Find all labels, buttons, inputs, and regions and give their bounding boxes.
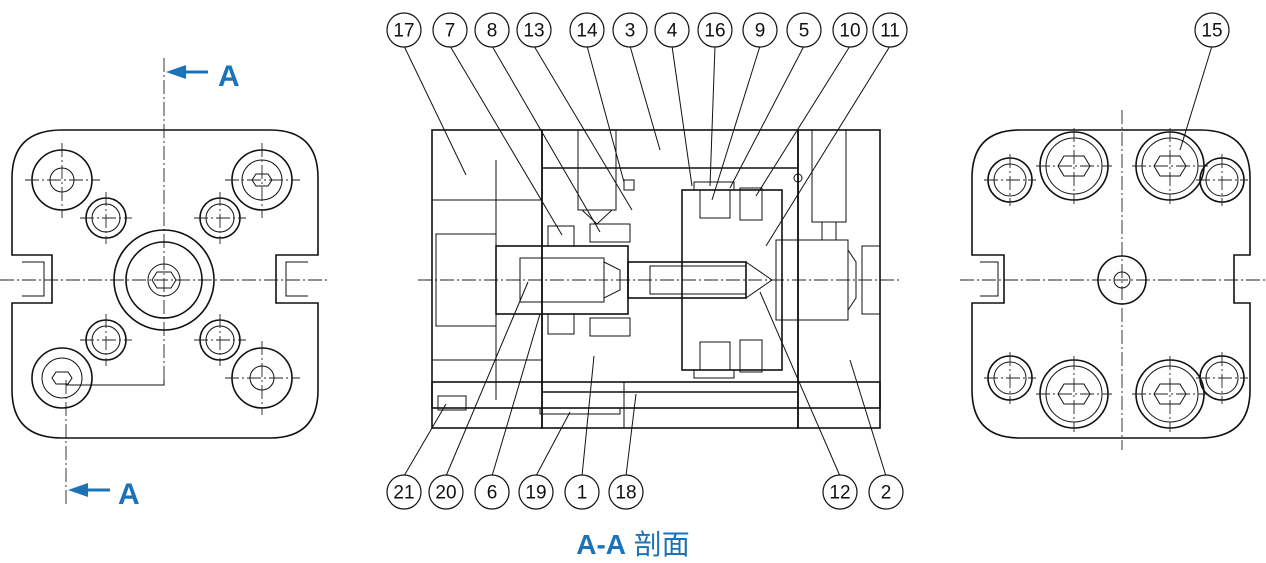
section-view bbox=[418, 129, 900, 429]
part-number-20: 20 bbox=[435, 483, 456, 504]
part-number-19: 19 bbox=[525, 483, 546, 504]
part-number-8: 8 bbox=[487, 21, 498, 42]
leader-lines bbox=[403, 45, 1213, 477]
part-number-14: 14 bbox=[576, 21, 598, 42]
part-number-17: 17 bbox=[393, 21, 414, 42]
part-number-5: 5 bbox=[799, 21, 810, 42]
part-number-13: 13 bbox=[523, 21, 544, 42]
part-number-7: 7 bbox=[445, 21, 456, 42]
part-number-12: 12 bbox=[829, 483, 850, 504]
section-label-bottom: A bbox=[118, 478, 140, 511]
part-number-2: 2 bbox=[881, 483, 892, 504]
part-number-3: 3 bbox=[625, 21, 636, 42]
section-caption-title: A-A bbox=[576, 529, 626, 560]
right-end-view bbox=[960, 110, 1266, 450]
part-number-4: 4 bbox=[667, 21, 678, 42]
part-number-bubbles: 17 7 8 13 14 3 4 16 9 5 10 11 15 21 20 6… bbox=[386, 12, 1230, 510]
part-number-21: 21 bbox=[393, 483, 414, 504]
section-caption: A-A 剖面 bbox=[0, 523, 1266, 563]
part-number-9: 9 bbox=[755, 21, 766, 42]
part-number-1: 1 bbox=[577, 483, 588, 504]
left-end-view: A A bbox=[0, 58, 330, 511]
section-label-top: A bbox=[218, 60, 240, 93]
section-caption-suffix: 剖面 bbox=[633, 529, 690, 560]
part-number-10: 10 bbox=[839, 21, 860, 42]
part-number-15: 15 bbox=[1201, 21, 1222, 42]
part-number-6: 6 bbox=[487, 483, 498, 504]
part-number-18: 18 bbox=[615, 483, 636, 504]
part-number-11: 11 bbox=[880, 21, 900, 42]
part-number-16: 16 bbox=[704, 21, 725, 42]
